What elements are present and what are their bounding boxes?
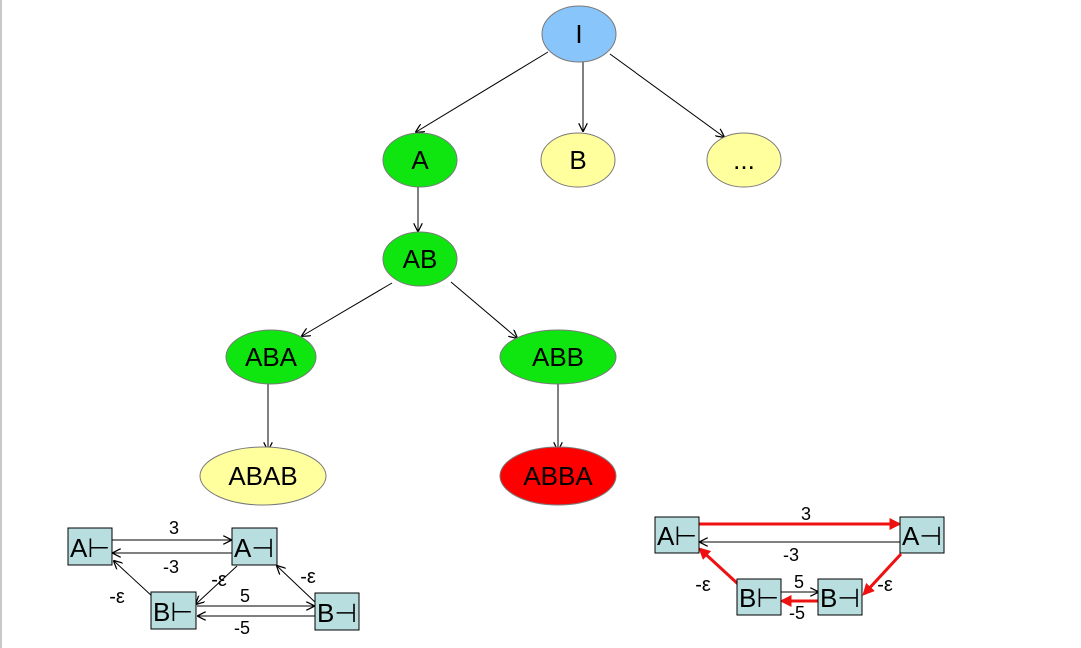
right-node-b-end-box — [817, 578, 863, 616]
right-edge-a-forward-label: 3 — [801, 504, 811, 524]
right-node-a-start: A⊢ — [654, 516, 700, 554]
right-edge-a-end-to-b-end — [862, 552, 903, 596]
tree-node-aba: ABA — [225, 329, 317, 385]
right-node-a-end-label: A⊣ — [902, 521, 942, 551]
tree-node-aba-shape — [225, 329, 317, 385]
left-edge-b-start-to-a-start — [114, 561, 154, 598]
tree-node-aba-label: ABA — [245, 342, 298, 372]
left-border — [0, 0, 2, 648]
left-node-b-start-box — [150, 591, 197, 630]
tree-node-abba: ABBA — [499, 446, 617, 506]
left-edge-b-forward-label: 5 — [240, 586, 250, 606]
left-node-b-start: B⊢ — [150, 591, 197, 630]
left-edge-b-back-label: -5 — [234, 618, 250, 638]
tree-edge-ab-aba — [302, 282, 393, 336]
tree-node-b: B — [540, 132, 616, 188]
tree-node-abab: ABAB — [199, 446, 327, 506]
tree-node-abba-shape — [499, 446, 617, 506]
right-node-b-end: B⊣ — [817, 578, 863, 616]
tree-edge-ab-abb — [450, 281, 517, 338]
tree-node-root: I — [541, 5, 617, 63]
left-edge-b-end-to-a-end-label: -ε — [300, 566, 316, 588]
tree-node-a-label: A — [411, 145, 429, 175]
right-node-b-start-box — [736, 578, 782, 616]
tree-node-abb-label: ABB — [532, 342, 584, 372]
left-node-a-start-label: A⊢ — [70, 533, 110, 563]
tree-edge-root-a — [416, 51, 549, 132]
left-edge-b-start-to-a-start-label: -ε — [109, 586, 125, 608]
right-edge-a-back-label: -3 — [783, 545, 799, 565]
left-node-a-end: A⊣ — [231, 527, 278, 566]
tree-node-more-label: ... — [733, 145, 755, 175]
tree-node-root-shape — [541, 5, 617, 63]
left-node-a-start: A⊢ — [67, 527, 113, 566]
right-node-b-start: B⊢ — [736, 578, 782, 616]
tree-edge-root-more — [609, 53, 724, 137]
tree-node-root-label: I — [575, 19, 582, 49]
tree-node-abba-label: ABBA — [523, 461, 593, 491]
left-edge-a-forward-label: 3 — [169, 518, 179, 538]
tree-node-ab-shape — [382, 231, 458, 287]
tree-node-ab-label: AB — [403, 244, 438, 274]
tree-node-a: A — [382, 132, 458, 188]
left-node-b-end-box — [314, 592, 360, 631]
tree-node-b-shape — [540, 132, 616, 188]
right-node-a-end: A⊣ — [899, 516, 945, 554]
left-node-b-end-label: B⊣ — [317, 598, 357, 628]
constraint-graph-right: 3 -3 -ε 5 -5 -ε A⊢ A⊣ B⊢ B⊣ — [654, 504, 945, 623]
left-node-a-end-label: A⊣ — [234, 533, 274, 563]
tree-node-abab-shape — [199, 446, 327, 506]
right-edge-b-forward-label: 5 — [794, 572, 804, 592]
tree-node-a-shape — [382, 132, 458, 188]
left-node-a-end-box — [231, 527, 278, 566]
right-edge-a-end-to-b-end-label: -ε — [877, 574, 893, 596]
right-edge-b-start-to-a-start — [698, 547, 740, 586]
left-edge-a-end-to-b-start-label: -ε — [211, 569, 227, 591]
search-tree: I A B ... AB ABA ABB ABAB — [199, 5, 782, 506]
right-node-b-end-label: B⊣ — [820, 583, 860, 613]
left-edge-a-back-label: -3 — [163, 557, 179, 577]
tree-node-abb-shape — [499, 329, 617, 385]
tree-node-abab-label: ABAB — [228, 461, 297, 491]
right-edge-b-back-label: -5 — [789, 603, 805, 623]
tree-node-more-shape — [706, 132, 782, 188]
left-node-b-start-label: B⊢ — [153, 597, 193, 627]
tree-node-abb: ABB — [499, 329, 617, 385]
right-edge-b-start-to-a-start-label: -ε — [695, 574, 711, 596]
left-node-a-start-box — [67, 527, 113, 566]
right-node-a-start-label: A⊢ — [657, 521, 697, 551]
right-node-b-start-label: B⊢ — [739, 583, 779, 613]
right-node-a-end-box — [899, 516, 945, 554]
left-node-b-end: B⊣ — [314, 592, 360, 631]
left-edge-b-end-to-a-end — [277, 566, 317, 604]
left-edge-a-end-to-b-start — [196, 565, 238, 604]
constraint-graph-left: 3 -3 -ε -ε -ε 5 -5 A⊢ A⊣ B⊢ B⊣ — [67, 518, 360, 638]
tree-node-more: ... — [706, 132, 782, 188]
tree-node-ab: AB — [382, 231, 458, 287]
tree-node-b-label: B — [569, 145, 586, 175]
right-node-a-start-box — [654, 516, 700, 554]
